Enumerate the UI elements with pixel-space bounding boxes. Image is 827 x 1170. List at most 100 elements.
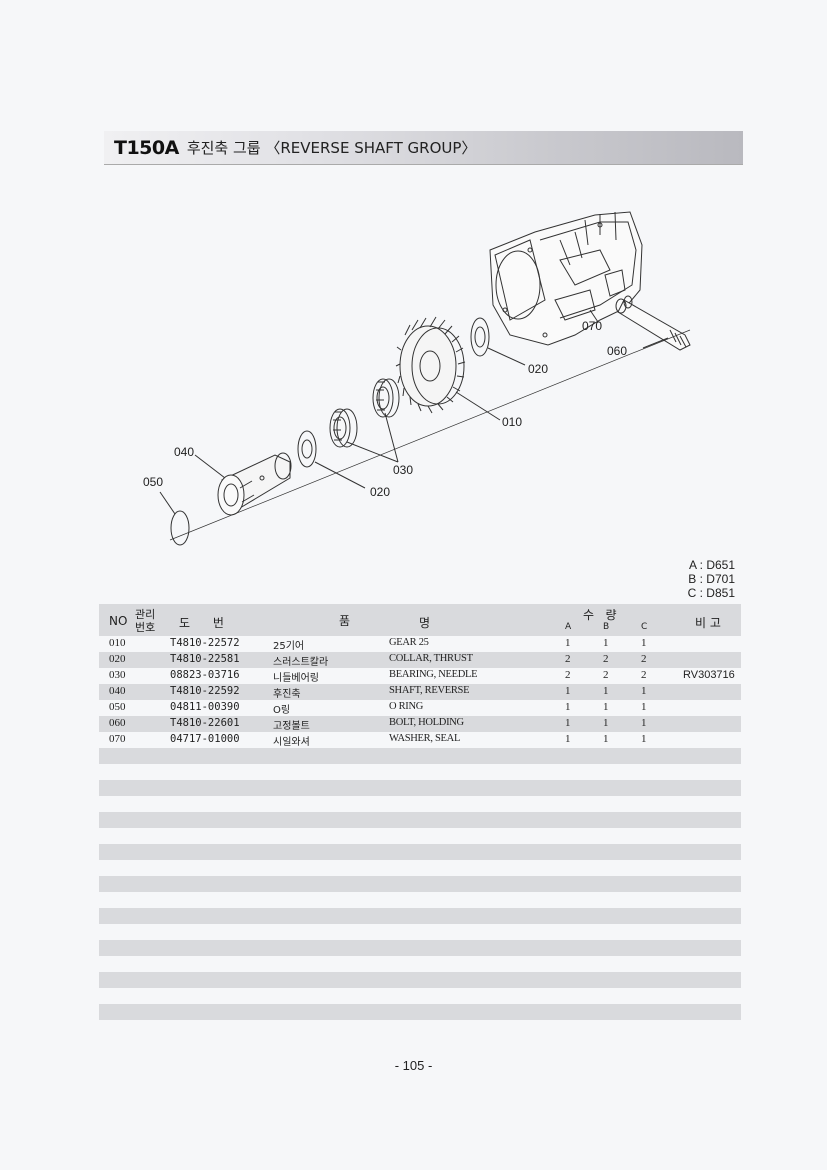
cell-name-korean: O링 [273, 705, 291, 716]
cell-name-korean: 시일와셔 [273, 737, 310, 748]
cell-no: 020 [109, 653, 126, 665]
cell-name-korean: 니들베어링 [273, 673, 319, 684]
cell-no: 050 [109, 701, 126, 713]
cell-note: RV303716 [683, 669, 735, 681]
header-name-1: 품 [339, 614, 351, 628]
blank-row-band [99, 748, 741, 764]
callout-070: 070 [582, 319, 602, 333]
cell-name-korean: 스러스트칼라 [273, 657, 329, 668]
header-no: NO [109, 614, 128, 628]
table-header: NO 관리 번호 도 번 품 명 수 량 A B C 비 고 [99, 604, 741, 636]
cell-part-number: 04717-01000 [170, 733, 240, 745]
cell-qty-a: 2 [565, 669, 571, 681]
cell-no: 010 [109, 637, 126, 649]
header-name-2: 명 [419, 616, 431, 630]
cell-qty-c: 1 [641, 733, 647, 745]
reverse-shaft-drawing [217, 452, 292, 516]
table-row: 040 T4810-22592 후진축 SHAFT, REVERSE 1 1 1 [99, 684, 741, 700]
cell-name-english: COLLAR, THRUST [389, 653, 473, 664]
blank-row-band [99, 972, 741, 988]
blank-row-band [99, 908, 741, 924]
model-code: T150A [114, 136, 179, 159]
callout-040: 040 [174, 445, 194, 459]
cell-qty-c: 2 [641, 669, 647, 681]
group-title: 후진축 그룹 〈REVERSE SHAFT GROUP〉 [186, 139, 477, 157]
o-ring-drawing [170, 510, 190, 546]
blank-row-band [99, 844, 741, 860]
cell-qty-b: 2 [603, 669, 609, 681]
blank-row-band [99, 940, 741, 956]
blank-row-band [99, 812, 741, 828]
table-row: 030 08823-03716 니들베어링 BEARING, NEEDLE 2 2 2 RV3… [99, 668, 741, 684]
cell-name-english: SHAFT, REVERSE [389, 685, 470, 696]
cell-part-number: T4810-22601 [170, 717, 240, 729]
cell-name-korean: 후진축 [273, 689, 301, 700]
cell-no: 030 [109, 669, 126, 681]
needle-bearing-drawings [329, 378, 400, 448]
table-row: 010 T4810-22572 25기어 GEAR 25 1 1 1 [99, 636, 741, 652]
blank-row-band [99, 876, 741, 892]
cell-qty-a: 1 [565, 685, 571, 697]
thrust-collar-upper-drawing [470, 317, 490, 357]
cell-qty-c: 1 [641, 685, 647, 697]
cell-qty-a: 2 [565, 653, 571, 665]
cell-qty-a: 1 [565, 717, 571, 729]
blank-row-band [99, 1004, 741, 1020]
cell-name-korean: 고정볼트 [273, 721, 310, 732]
cell-name-korean: 25기어 [273, 641, 305, 652]
cell-no: 070 [109, 733, 126, 745]
cell-part-number: 04811-00390 [170, 701, 240, 713]
callout-020-upper: 020 [528, 362, 548, 376]
cell-qty-a: 1 [565, 701, 571, 713]
cell-name-english: BEARING, NEEDLE [389, 669, 478, 680]
thrust-collar-lower-drawing [297, 430, 317, 468]
header-qty-b: B [603, 622, 610, 632]
header-qty: 수 량 [583, 608, 617, 622]
cell-qty-b: 1 [603, 717, 609, 729]
cell-no: 060 [109, 717, 126, 729]
callout-010: 010 [502, 415, 522, 429]
seal-washer-drawing [623, 295, 633, 309]
blank-row-band [99, 780, 741, 796]
cell-qty-c: 2 [641, 653, 647, 665]
cell-qty-a: 1 [565, 733, 571, 745]
callout-060: 060 [607, 344, 627, 358]
cell-part-number: T4810-22581 [170, 653, 240, 665]
cell-qty-c: 1 [641, 717, 647, 729]
cell-no: 040 [109, 685, 126, 697]
callout-020-lower: 020 [370, 485, 390, 499]
cell-name-english: BOLT, HOLDING [389, 717, 464, 728]
header-part-no: 도 번 [179, 616, 224, 630]
cell-qty-a: 1 [565, 637, 571, 649]
cell-qty-b: 1 [603, 685, 609, 697]
cell-part-number: T4810-22572 [170, 637, 240, 649]
cell-part-number: T4810-22592 [170, 685, 240, 697]
cell-qty-c: 1 [641, 637, 647, 649]
cell-name-english: WASHER, SEAL [389, 733, 461, 744]
variant-a: A : D651 [688, 558, 735, 572]
exploded-parts-diagram: 070 060 020 010 040 030 050 020 [143, 211, 691, 546]
cell-qty-b: 1 [603, 733, 609, 745]
transmission-housing-drawing [489, 211, 643, 346]
gear-25-drawing [395, 316, 466, 414]
table-row: 060 T4810-22601 고정볼트 BOLT, HOLDING 1 1 1 [99, 716, 741, 732]
variant-c: C : D851 [687, 586, 735, 600]
holding-bolt-drawing [615, 298, 691, 351]
cell-name-english: O RING [389, 701, 424, 712]
title-bar: T150A 후진축 그룹 〈REVERSE SHAFT GROUP〉 [104, 131, 743, 165]
cell-qty-b: 1 [603, 637, 609, 649]
cell-name-english: GEAR 25 [389, 637, 429, 648]
header-qty-a: A [565, 622, 572, 632]
page-number: - 105 - [394, 1058, 433, 1073]
header-qty-c: C [641, 622, 648, 632]
table-row: 070 04717-01000 시일와셔 WASHER, SEAL 1 1 1 [99, 732, 741, 748]
cell-part-number: 08823-03716 [170, 669, 240, 681]
header-mgmt-bottom: 번호 [135, 621, 156, 634]
cell-qty-b: 1 [603, 701, 609, 713]
callout-030: 030 [393, 463, 413, 477]
callout-050: 050 [143, 475, 163, 489]
